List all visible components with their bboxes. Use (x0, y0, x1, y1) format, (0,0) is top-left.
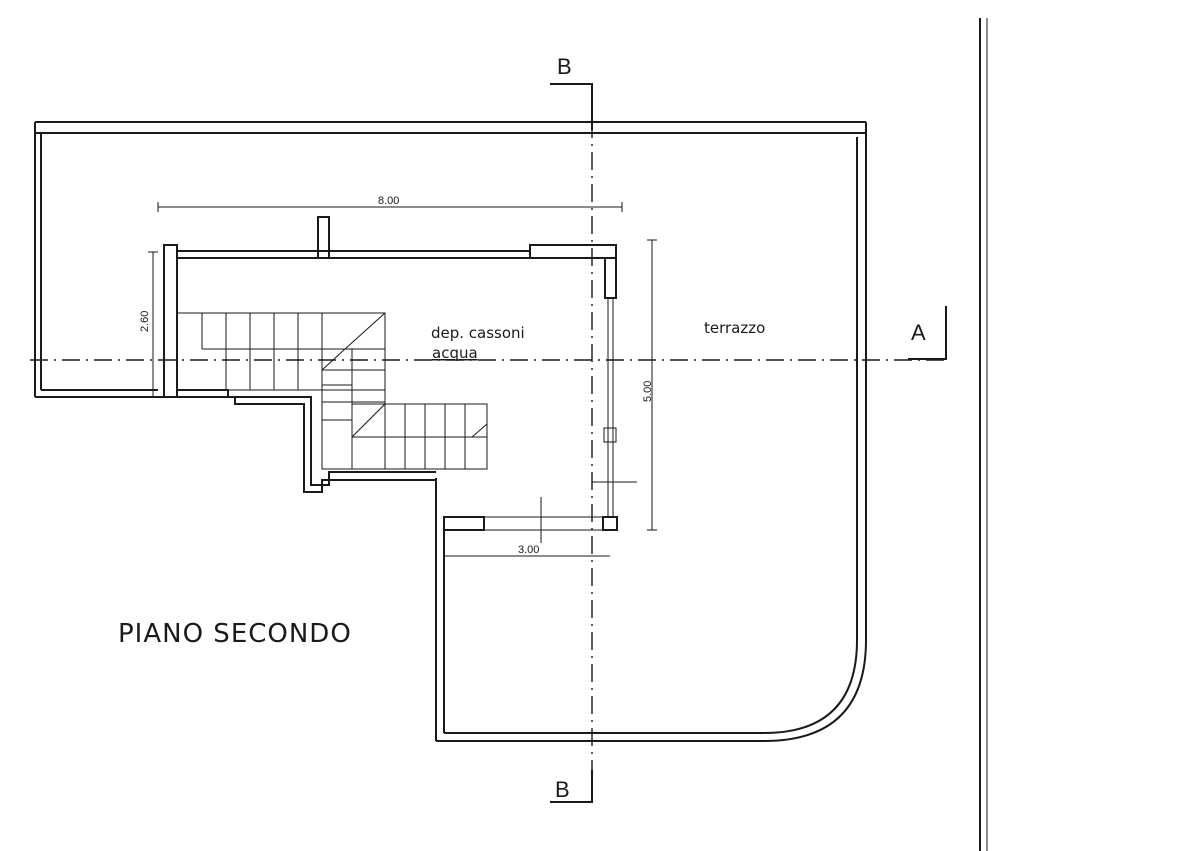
dimension-label-8: 8.00 (378, 195, 399, 207)
room-label-tank-water: acqua (432, 344, 478, 362)
section-label-a: A (911, 320, 926, 345)
section-marker-b-top (550, 83, 593, 130)
dimension-label-2-60: 2.60 (139, 311, 151, 332)
staircase (176, 312, 488, 470)
section-label-b-bottom: B (555, 777, 570, 802)
room-label-tank: dep. cassoni (431, 324, 525, 342)
dimension-lines (148, 202, 657, 557)
outer-parapet (34, 121, 867, 742)
interior-walls (163, 216, 618, 531)
section-marker-b-bottom (550, 770, 593, 803)
section-label-b-top: B (557, 54, 572, 79)
dimension-label-5: 5.00 (642, 381, 654, 402)
room-label-terrace: terrazzo (704, 319, 765, 337)
dimension-label-3: 3.00 (518, 544, 539, 556)
drawing-title: PIANO SECONDO (118, 619, 352, 649)
section-marker-a (908, 306, 947, 360)
